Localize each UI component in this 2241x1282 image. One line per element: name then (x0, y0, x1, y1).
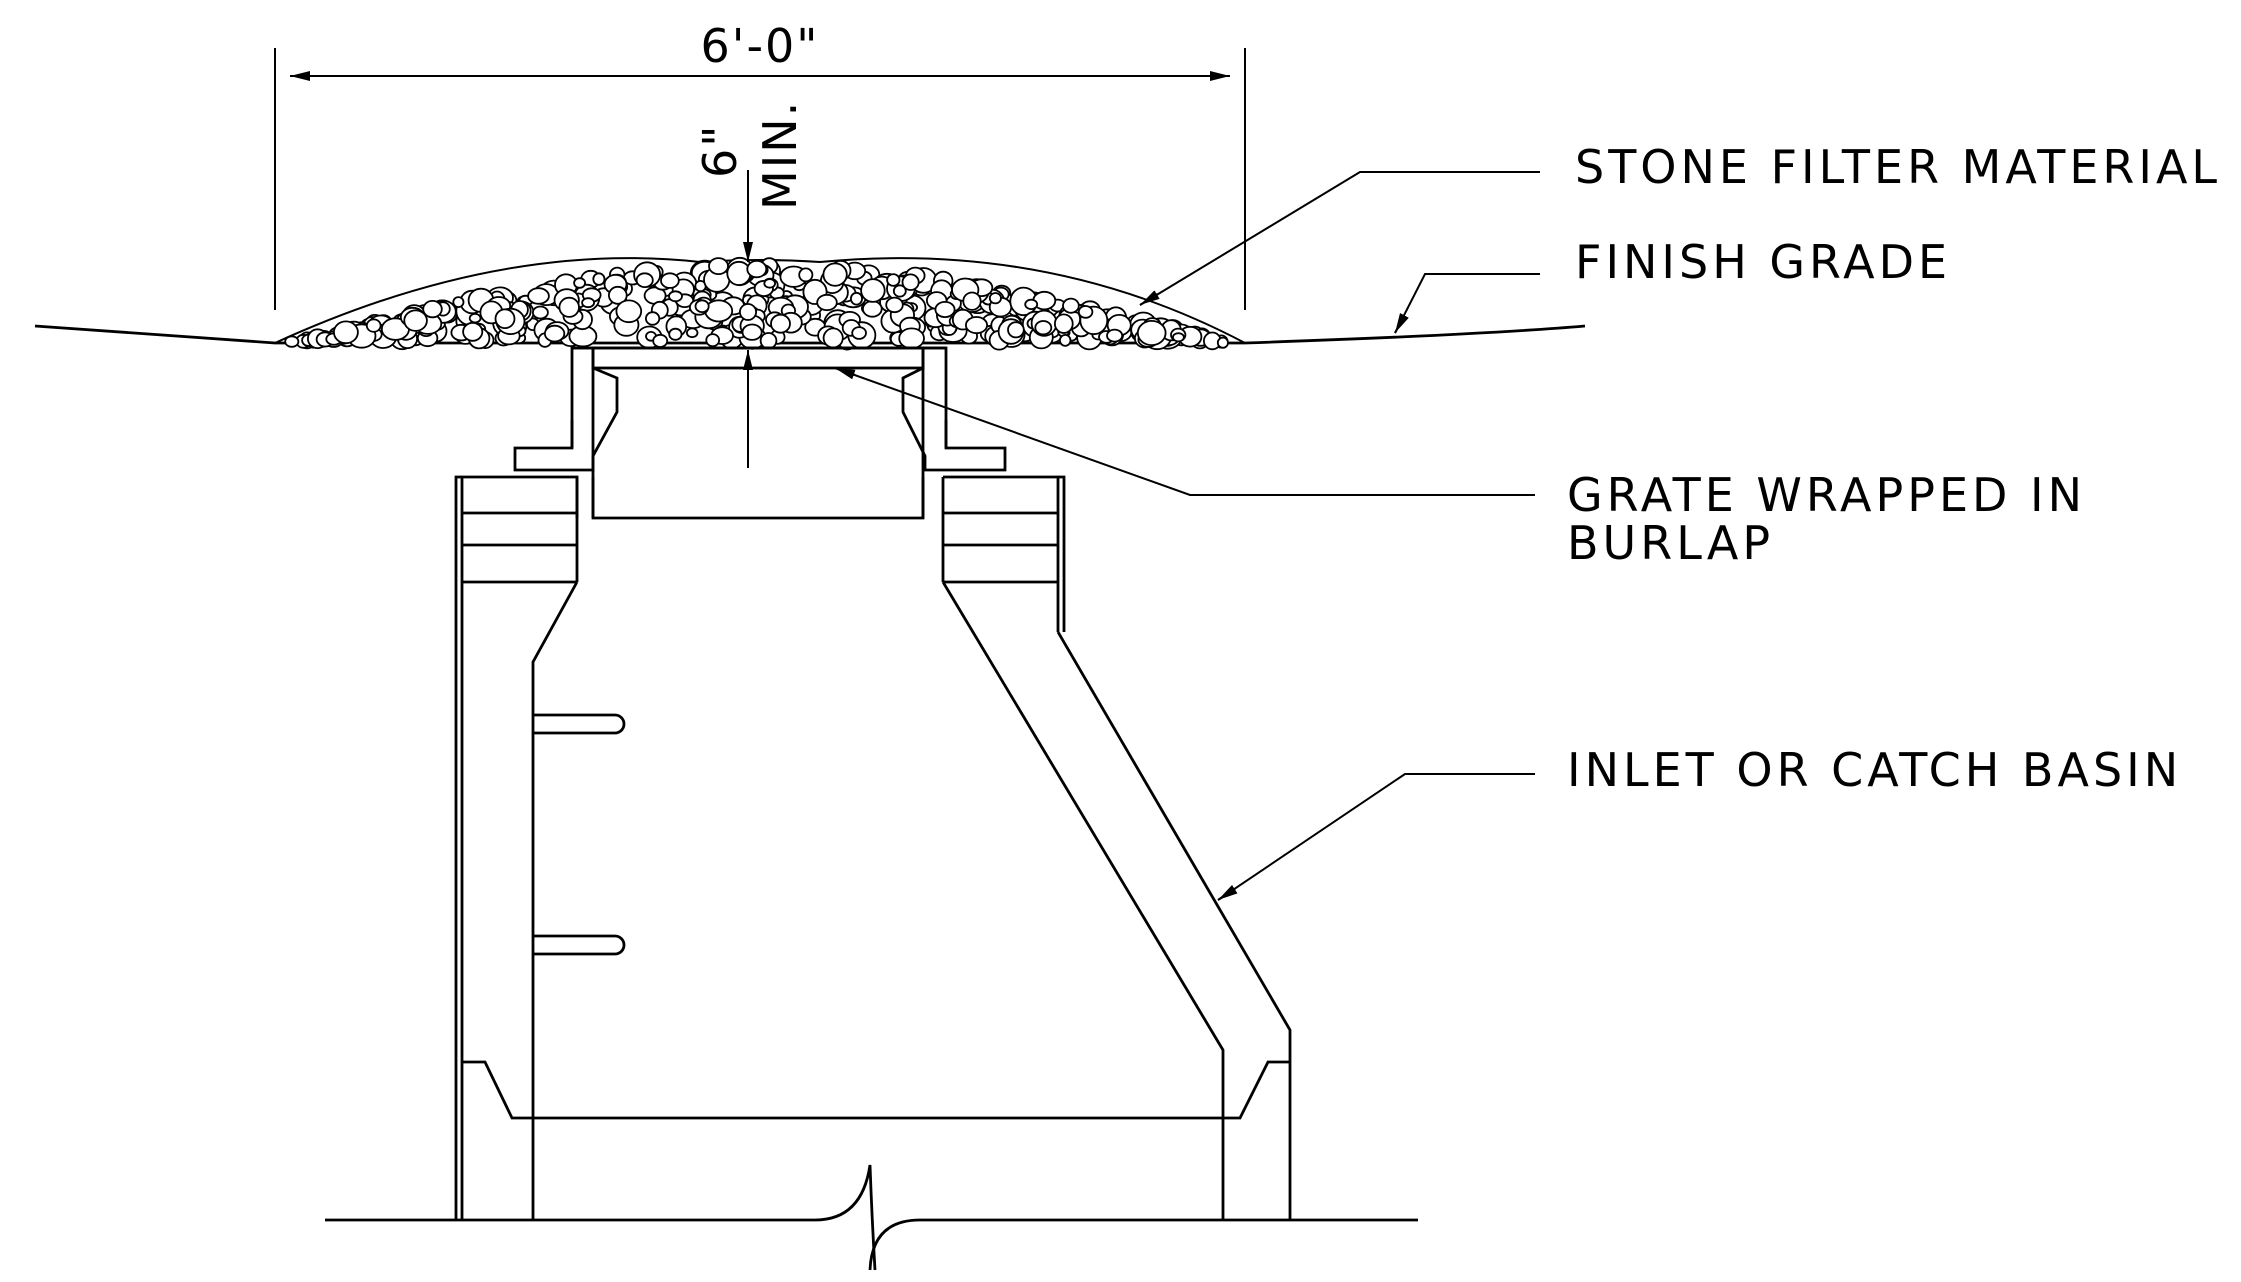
stone (494, 308, 516, 330)
stone (739, 303, 758, 321)
stone (581, 297, 595, 309)
stone (901, 273, 920, 291)
stone (1172, 332, 1185, 343)
stone (527, 287, 550, 305)
stone (934, 300, 956, 318)
stone (705, 333, 720, 348)
stone (850, 291, 864, 306)
stone (660, 272, 680, 289)
depth-dimension: 6" MIN. (693, 100, 807, 468)
stone (704, 299, 734, 323)
stone (1024, 298, 1039, 310)
stone (965, 316, 989, 335)
stone (543, 324, 566, 343)
stone (1034, 320, 1053, 336)
stone (1007, 321, 1025, 339)
stone (284, 335, 300, 348)
stone-filter-mound (274, 256, 1246, 351)
stone (708, 257, 729, 276)
stone (1062, 297, 1080, 314)
stone (592, 272, 606, 286)
stone (462, 321, 484, 342)
stone (1058, 333, 1072, 347)
stone (668, 290, 683, 303)
stone (403, 309, 428, 332)
stone (822, 262, 848, 287)
callout-inlet-label: INLET OR CATCH BASIN (1567, 743, 2182, 797)
stone (652, 333, 669, 348)
callout-inlet: INLET OR CATCH BASIN (1217, 743, 2182, 901)
stone (861, 300, 883, 318)
stone (452, 296, 465, 309)
stone (615, 299, 643, 324)
stone (763, 278, 776, 289)
stone (1054, 313, 1074, 334)
stone (558, 296, 580, 318)
inlet-catch-basin (325, 475, 1418, 1271)
callout-grate: GRATE WRAPPED IN BURLAP (834, 367, 2086, 570)
depth-dimension-suffix: MIN. (753, 100, 807, 210)
depth-dimension-value: 6" (693, 124, 747, 178)
stone (365, 318, 382, 333)
stone (644, 311, 661, 326)
stone (885, 296, 904, 314)
stone (1216, 336, 1229, 349)
callout-finish-grade: FINISH GRADE (1394, 235, 1951, 334)
callout-grate-label-line2: BURLAP (1567, 516, 1774, 570)
stone (741, 323, 763, 341)
stone (886, 273, 901, 287)
width-dimension: 6'-0" (274, 19, 1246, 310)
stone (573, 277, 586, 289)
stone (822, 327, 844, 349)
stone (532, 305, 549, 320)
stone (962, 291, 982, 311)
callout-stone-filter-label: STONE FILTER MATERIAL (1575, 140, 2221, 194)
stone-particles (284, 256, 1229, 351)
stone (686, 327, 699, 339)
stone (798, 267, 814, 283)
grate-frame (513, 346, 1007, 520)
stone (759, 332, 778, 350)
stone (468, 313, 482, 324)
stone (635, 272, 654, 289)
stone (816, 293, 838, 312)
stone (694, 299, 710, 314)
stone (726, 260, 752, 286)
stone (746, 259, 768, 279)
stone (770, 313, 791, 334)
stone (422, 299, 443, 319)
stone (1077, 305, 1094, 319)
stone (860, 278, 886, 303)
width-dimension-label: 6'-0" (701, 19, 820, 73)
stone (851, 326, 867, 340)
callout-finish-grade-label: FINISH GRADE (1575, 235, 1951, 289)
grate (591, 346, 925, 370)
stone (1136, 319, 1167, 346)
callout-stone-filter: STONE FILTER MATERIAL (1139, 140, 2221, 306)
stone (668, 327, 683, 341)
stone (332, 320, 359, 345)
stone (1106, 328, 1124, 343)
stone (607, 285, 628, 305)
stone (898, 327, 925, 350)
callout-grate-label-line1: GRATE WRAPPED IN (1567, 468, 2086, 522)
stone (988, 292, 1002, 305)
stone (892, 284, 907, 298)
finish-grade-line (34, 324, 1586, 345)
